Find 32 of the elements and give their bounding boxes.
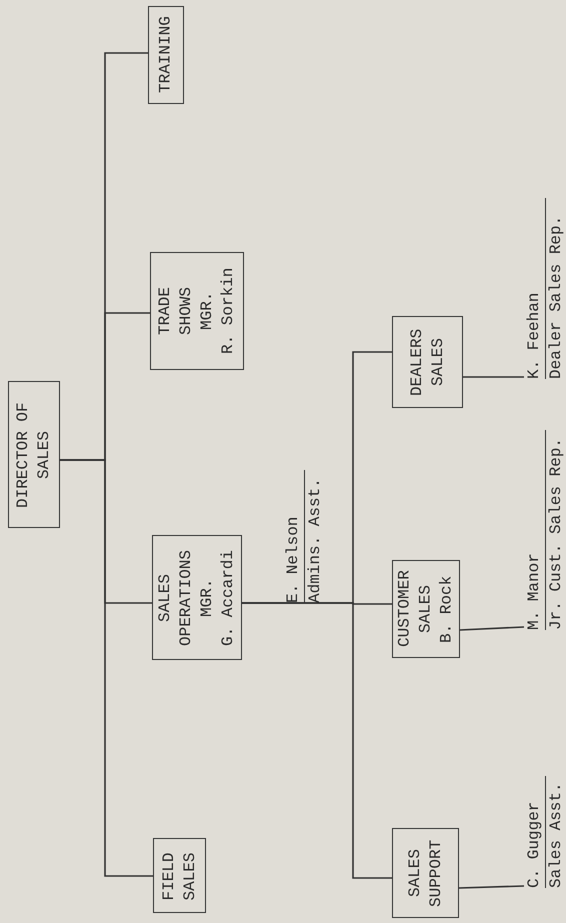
job-title: Jr. Cust. Sales Rep.	[546, 436, 566, 630]
department-box	[152, 535, 242, 660]
unit-title: TRAINING	[156, 16, 176, 96]
unit-title: CUSTOMER SALES	[394, 570, 436, 650]
department-box	[148, 6, 184, 104]
department-box	[150, 252, 244, 370]
manager-name: R. Sorkin	[218, 266, 238, 356]
connector-line	[458, 885, 524, 889]
manager-name: B. Rock	[436, 574, 456, 645]
person-name: C. Gugger	[524, 776, 546, 888]
person-name: K. Feehan	[524, 198, 546, 379]
person-name: E. Nelson	[283, 470, 305, 603]
department-box	[392, 560, 460, 658]
connector-line	[460, 626, 524, 631]
job-title: Admins. Asst.	[305, 477, 325, 603]
unit-title: FIELD SALES	[158, 850, 200, 902]
unit-title: SALES OPERATIONS MGR.	[155, 548, 217, 648]
department-box	[153, 838, 206, 913]
unit-title: SALES SUPPORT	[404, 838, 446, 909]
connector-line	[60, 52, 148, 461]
department-box	[8, 381, 60, 528]
department-box	[392, 828, 459, 918]
job-title: Sales Asst.	[546, 781, 566, 888]
person-name: M. Manor	[524, 430, 546, 630]
job-title: Dealer Sales Rep.	[546, 214, 566, 379]
unit-title: DEALERS SALES	[406, 327, 448, 398]
department-box	[392, 316, 463, 408]
manager-name: G. Accardi	[218, 548, 238, 648]
connector-line	[463, 376, 524, 378]
unit-title: DIRECTOR OF SALES	[13, 400, 54, 510]
unit-title: TRADE SHOWS MGR.	[155, 286, 217, 338]
connector-line	[242, 351, 392, 604]
